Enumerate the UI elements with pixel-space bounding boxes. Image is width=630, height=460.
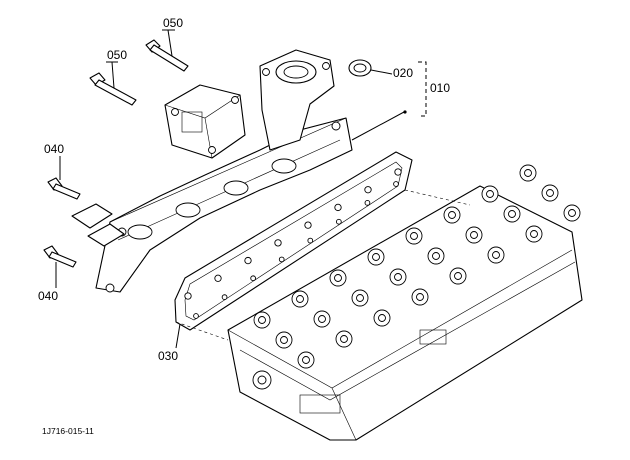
- diagram-code: 1J716-015-11: [42, 426, 94, 436]
- head-port-inner: [258, 316, 266, 324]
- seal-ring: [348, 59, 372, 77]
- gasket-bolt-hole: [334, 203, 342, 212]
- head-port-inner: [372, 253, 380, 261]
- head-port-inner: [356, 294, 364, 302]
- gasket-bolt-hole: [214, 274, 222, 282]
- head-port-inner: [530, 230, 538, 238]
- callout-040-upper: 040: [44, 142, 64, 156]
- cylinder-head: [227, 164, 583, 441]
- gasket-bolt-hole: [221, 294, 228, 300]
- head-port-inner: [416, 293, 424, 301]
- bolt-040-upper: [47, 177, 81, 200]
- callout-050-upper-right: 050: [163, 16, 183, 30]
- head-port-inner: [470, 231, 478, 239]
- callout-040-lower: 040: [38, 289, 58, 303]
- head-port-inner: [454, 272, 462, 280]
- callout-050-upper-left: 050: [107, 48, 127, 62]
- bolt-050-right: [145, 39, 189, 72]
- gasket-bolt-hole: [278, 256, 285, 263]
- gasket-bolt-hole: [394, 168, 402, 176]
- head-port-inner: [280, 336, 288, 344]
- head-port-inner: [546, 189, 554, 197]
- head-port-inner: [524, 169, 532, 177]
- gasket-bolt-hole: [184, 292, 192, 300]
- gasket-bolt-hole: [250, 275, 256, 282]
- gasket-bolt-hole: [336, 218, 342, 225]
- head-port-inner: [302, 356, 310, 364]
- head-port-inner: [410, 232, 418, 240]
- gasket-bolt-hole: [364, 186, 372, 194]
- head-port-inner: [378, 314, 386, 322]
- leader-lines: [55, 29, 471, 349]
- callout-030: 030: [158, 349, 178, 363]
- head-port-inner: [508, 210, 516, 218]
- gasket-bolt-hole: [307, 237, 314, 244]
- gasket-bolt-hole: [193, 313, 199, 319]
- head-port-inner: [340, 335, 348, 343]
- bolt-050-left: [89, 72, 137, 106]
- bolt-040-lower: [43, 245, 77, 268]
- gasket-bolt-hole: [274, 239, 282, 247]
- head-port-inner: [448, 211, 456, 219]
- manifold-port: [271, 158, 297, 174]
- manifold-port: [175, 202, 201, 218]
- head-port-inner: [432, 252, 440, 260]
- head-port-inner: [296, 295, 304, 303]
- gasket-bolt-hole: [304, 221, 312, 229]
- callout-010: 010: [430, 81, 450, 95]
- head-port-inner: [486, 190, 494, 198]
- gasket-bolt-hole: [364, 200, 371, 206]
- callout-020: 020: [393, 66, 413, 80]
- head-port-inner: [334, 274, 342, 282]
- gasket-bolt-hole: [393, 181, 399, 187]
- gasket-bolt-hole: [244, 256, 252, 265]
- intake-manifold: [71, 49, 353, 293]
- head-port-inner: [318, 315, 326, 323]
- gasket: [174, 151, 413, 331]
- head-port-inner: [394, 273, 402, 281]
- head-port-inner: [568, 209, 576, 217]
- manifold-port: [223, 180, 249, 196]
- manifold-port: [127, 224, 153, 240]
- head-port-inner: [492, 251, 500, 259]
